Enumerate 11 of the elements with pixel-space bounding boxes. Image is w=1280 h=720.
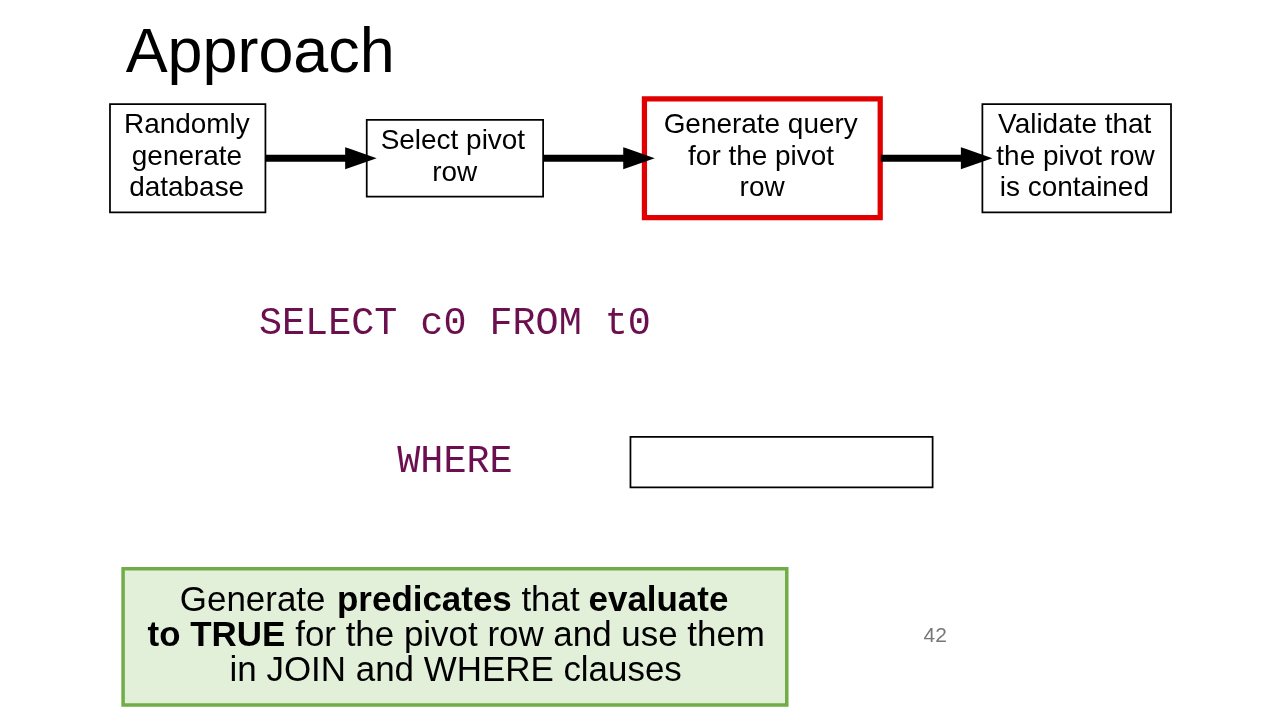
node-box [629, 435, 933, 489]
node-box: Generate query for the pivot row [641, 96, 883, 221]
node-box: Randomly generate database [108, 103, 266, 214]
label: SELECT c0 FROM t0 [258, 301, 651, 346]
node-box: Generate predicates that evaluate to TRUE for the pivot row and use them in JOIN and WHERE clauses [120, 566, 788, 707]
node-box: Select pivot row [365, 118, 544, 198]
label: 42 [923, 623, 947, 647]
label: WHERE [396, 439, 513, 484]
node-box: Validate that the pivot row is contained [981, 103, 1172, 214]
diagram-title: Approach [125, 15, 395, 86]
arrow [542, 147, 655, 170]
